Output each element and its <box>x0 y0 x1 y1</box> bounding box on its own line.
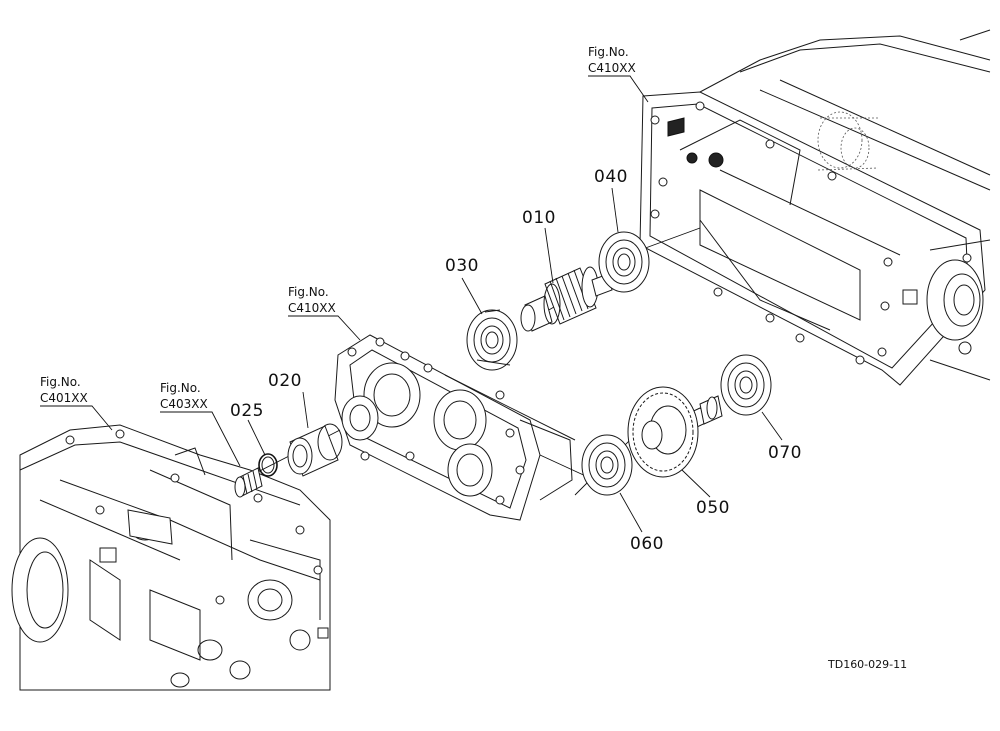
splined-shaft-part <box>234 467 263 498</box>
fig-ref-top-line1: Fig.No. <box>588 45 629 59</box>
fig-ref-top-line2: C410XX <box>588 61 636 75</box>
callout-labels: 010 020 025 030 040 050 060 070 <box>230 167 802 554</box>
part-040-bearing <box>598 231 650 293</box>
center-cover-plate <box>334 334 576 521</box>
fig-ref-mid-line2: C410XX <box>288 301 336 315</box>
drawing-id: TD160-029-11 <box>827 658 907 671</box>
fig-ref-small-line1: Fig.No. <box>160 381 201 395</box>
callout-030: 030 <box>445 256 479 276</box>
part-025-snap-ring <box>258 453 278 477</box>
callout-050: 050 <box>696 498 730 518</box>
transmission-case-right <box>639 29 991 386</box>
part-010-pinion-shaft <box>520 266 613 332</box>
callout-025: 025 <box>230 401 264 421</box>
callout-010: 010 <box>522 208 556 228</box>
fig-ref-left-line1: Fig.No. <box>40 375 81 389</box>
fig-ref-left-line2: C401XX <box>40 391 88 405</box>
fig-ref-small-line2: C403XX <box>160 397 208 411</box>
figure-references: Fig.No. C410XX Fig.No. C410XX Fig.No. C4… <box>40 45 636 411</box>
callout-060: 060 <box>630 534 664 554</box>
part-050-gear <box>627 386 723 478</box>
fig-ref-mid-line1: Fig.No. <box>288 285 329 299</box>
part-060-bearing <box>581 434 633 496</box>
part-070-bearing <box>720 354 772 416</box>
callout-020: 020 <box>268 371 302 391</box>
callout-040: 040 <box>594 167 628 187</box>
callout-leaders <box>40 75 783 533</box>
part-030-bearing <box>466 309 518 371</box>
callout-070: 070 <box>768 443 802 463</box>
part-020-collar <box>287 423 343 477</box>
transmission-case-left <box>11 424 331 691</box>
